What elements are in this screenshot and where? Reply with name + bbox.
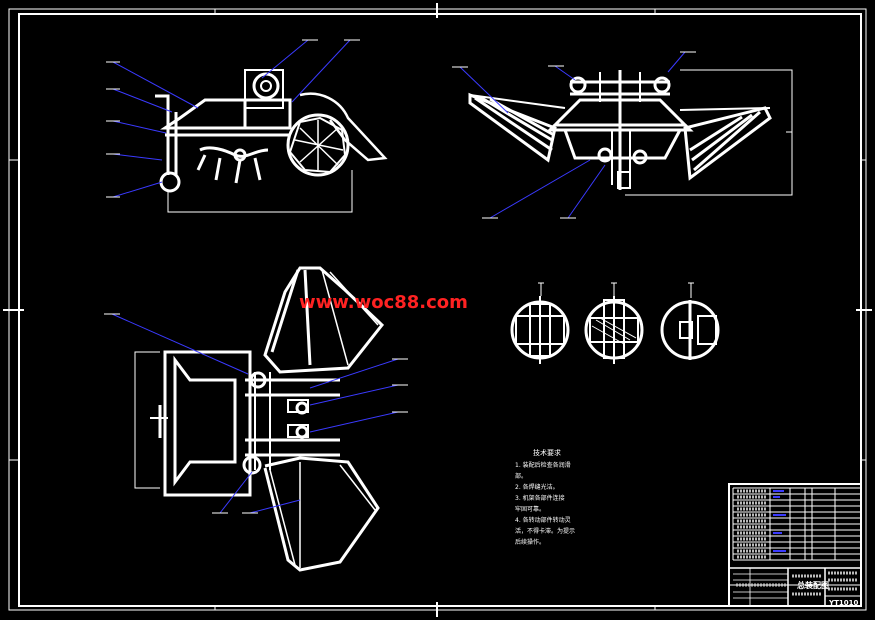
tech-req-line-6: 4. 各转动部件转动灵 (515, 516, 571, 524)
centering-marks (3, 3, 872, 617)
tech-req-line-1: 1. 装配后检查各润滑 (515, 461, 571, 469)
front-view-leaders (106, 39, 360, 198)
section-details (510, 282, 720, 364)
tech-req-line-3: 2. 各焊缝光洁。 (515, 483, 559, 491)
watermark-text: www.woc88.com (299, 292, 468, 313)
tech-req-line-5: 牢固可靠。 (515, 505, 545, 513)
tech-req-title: 技术要求 (533, 448, 561, 457)
top-view (134, 266, 385, 572)
tech-req-line-2: 部。 (515, 472, 527, 480)
drawing-title: 总装配图 (797, 580, 829, 590)
title-block (728, 483, 862, 607)
tech-req-line-8: 后续操作。 (515, 538, 545, 546)
technical-requirements: 技术要求 1. 装配后检查各润滑 部。 2. 各焊缝光洁。 3. 机架各部件连接… (515, 448, 575, 546)
top-view-leaders (104, 313, 408, 514)
drawing-number: YT1010 (828, 599, 858, 607)
side-view-leaders (452, 51, 792, 219)
tech-req-line-7: 活，不得卡滞。为提示 (515, 527, 575, 535)
front-view (155, 69, 388, 213)
side-view (468, 69, 793, 196)
tech-req-line-4: 3. 机架各部件连接 (515, 494, 565, 502)
